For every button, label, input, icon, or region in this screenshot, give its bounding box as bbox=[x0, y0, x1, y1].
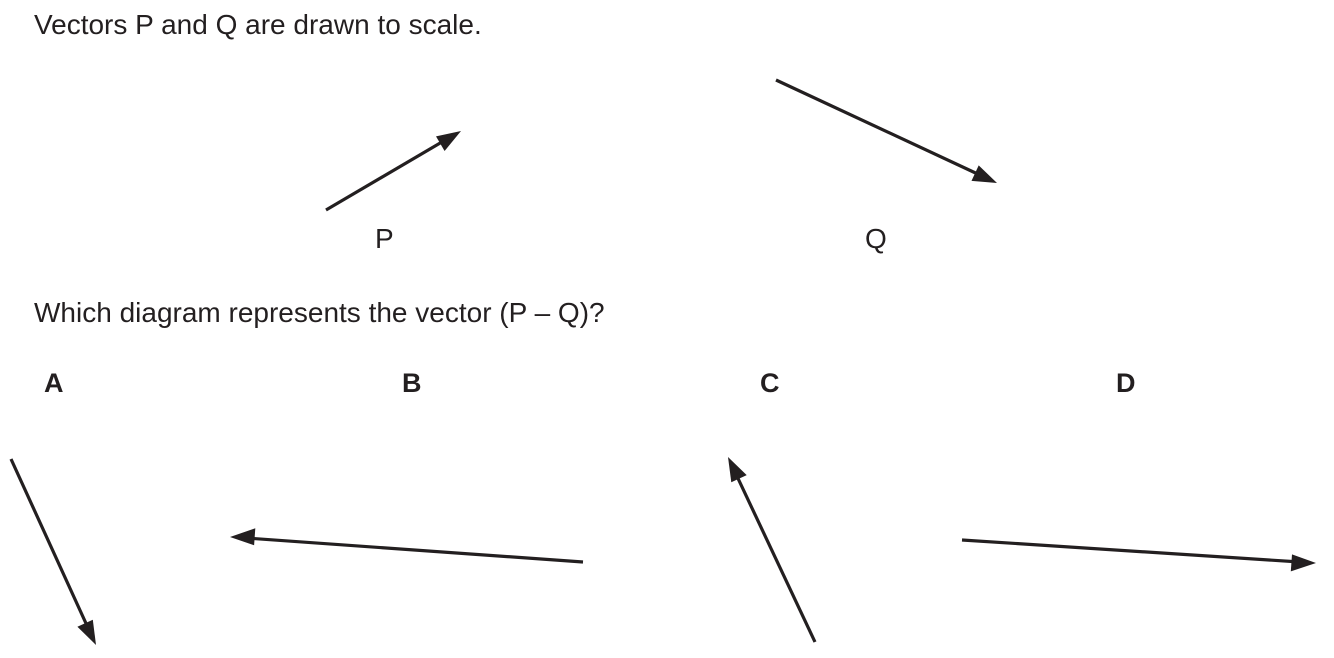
vector-q-label: Q bbox=[865, 223, 887, 254]
option-b-label: B bbox=[402, 368, 422, 398]
option-c-arrow bbox=[728, 457, 817, 643]
option-b-arrow bbox=[230, 528, 584, 564]
option-a-label: A bbox=[44, 368, 64, 398]
option-c-label: C bbox=[760, 368, 780, 398]
vector-q-arrow bbox=[775, 78, 997, 183]
vector-p-arrow bbox=[325, 131, 461, 212]
intro-text: Vectors P and Q are drawn to scale. bbox=[34, 9, 482, 40]
option-d-arrow bbox=[961, 538, 1316, 572]
vector-p-label: P bbox=[375, 223, 394, 254]
option-a-arrow bbox=[9, 458, 96, 645]
question-text: Which diagram represents the vector (P –… bbox=[34, 297, 605, 328]
option-d-label: D bbox=[1116, 368, 1136, 398]
